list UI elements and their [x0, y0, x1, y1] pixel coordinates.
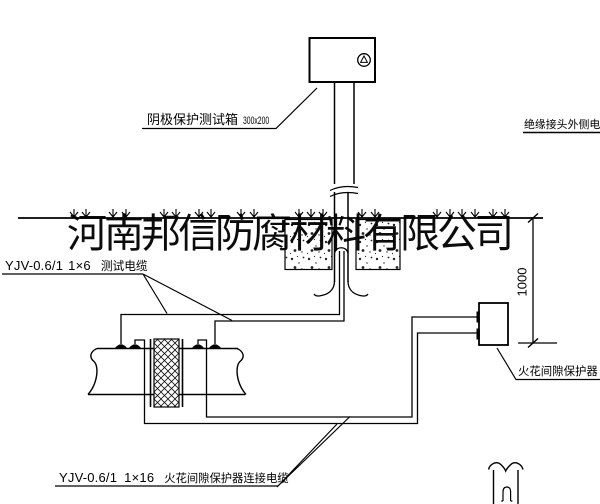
ground-hatch-marks — [69, 209, 510, 218]
pipe-flare-right — [347, 280, 369, 297]
pipe-flare-left — [313, 280, 336, 297]
label-test-box-size: 300x200 — [243, 115, 270, 127]
test-cable-1 — [120, 251, 341, 344]
label-insulation-joint-cable: 绝缘接头外侧电缆 — [524, 118, 600, 131]
label-spark-gap-protector: 火花间隙保护器 — [518, 364, 598, 378]
label-underlines-leaders — [2, 87, 600, 488]
dimension-text: 1000 — [514, 268, 529, 297]
insulating-joint — [149, 338, 184, 408]
weld-points — [115, 344, 221, 348]
conduit-riser-symbol — [487, 462, 524, 504]
spark-gap-cable-right — [197, 316, 477, 418]
label-test-box: 阴极保护测试箱 300x200 — [147, 112, 285, 128]
terminal-symbol — [357, 53, 371, 67]
label-test-box-text: 阴极保护测试箱 — [147, 113, 239, 128]
leader-spark-cable — [55, 416, 351, 488]
concrete-block-left — [284, 218, 333, 271]
spark-gap-cable-left — [134, 332, 477, 425]
cables — [120, 251, 477, 425]
spark-gap-protector-box — [476, 302, 509, 346]
terminal-tick-top — [476, 311, 480, 323]
company-watermark: 河南邦信防腐材料有限公司 — [67, 211, 514, 257]
concrete-block-right — [355, 218, 401, 271]
leader-test-cable — [2, 273, 233, 322]
concrete-foundation — [284, 218, 401, 271]
leader-test-box — [142, 87, 318, 130]
insulating-joint-hatch — [153, 338, 180, 408]
dimension-1000 — [518, 212, 557, 349]
cathodic-test-box — [308, 37, 376, 83]
pipe-break-symbol — [329, 185, 359, 198]
pipe-end-left — [87, 347, 98, 395]
leader-spark-gap — [496, 347, 600, 381]
terminal-triangle-icon — [359, 54, 369, 63]
pipe-end-right — [236, 347, 247, 395]
test-post-pipe — [313, 82, 369, 297]
test-cable-2 — [214, 251, 345, 344]
cable-dome-arc — [333, 247, 349, 254]
terminal-tick-bottom — [476, 328, 480, 340]
